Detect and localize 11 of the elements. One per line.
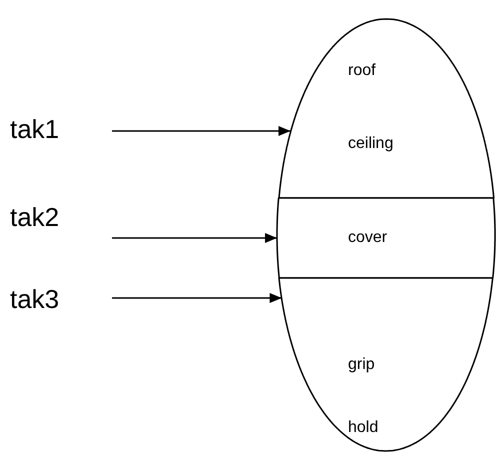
term-label: tak1 [10,114,60,145]
term-label: tak3 [10,284,60,315]
section-label: hold [348,419,378,437]
term-label: tak2 [10,202,60,233]
section-label: ceiling [348,135,394,153]
arrow [112,233,277,243]
section-label: roof [348,62,376,80]
arrow [112,293,282,303]
section-label: grip [348,356,375,374]
arrow [112,126,290,136]
section-label: cover [348,229,388,247]
